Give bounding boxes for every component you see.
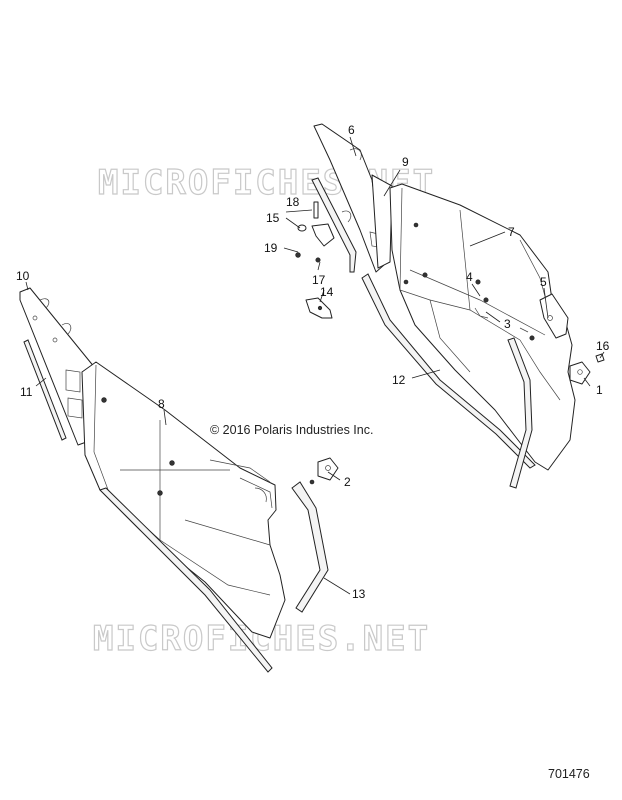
washer bbox=[297, 224, 307, 232]
right-bottom-seal bbox=[361, 273, 536, 469]
left-rear-seal bbox=[291, 481, 329, 613]
callout-11: 11 bbox=[20, 385, 33, 399]
left-door-assembly bbox=[19, 287, 339, 673]
left-bottom-seal bbox=[99, 487, 273, 673]
copyright-notice: © 2016 Polaris Industries Inc. bbox=[210, 423, 373, 437]
callout-4: 4 bbox=[466, 270, 473, 284]
callout-16: 16 bbox=[596, 339, 610, 353]
right-hinge-strip bbox=[371, 174, 393, 269]
hinge-pin bbox=[313, 201, 319, 219]
callout-9: 9 bbox=[402, 155, 409, 169]
callout-15: 15 bbox=[266, 211, 280, 225]
callouts: 1 2 3 4 5 6 7 8 9 10 11 12 13 14 15 16 1… bbox=[16, 123, 610, 601]
right-front-seal bbox=[311, 177, 357, 273]
right-striker bbox=[539, 293, 569, 339]
callout-5: 5 bbox=[540, 275, 547, 289]
callout-2: 2 bbox=[344, 475, 351, 489]
callout-1: 1 bbox=[596, 383, 603, 397]
callout-3: 3 bbox=[504, 317, 511, 331]
right-latch bbox=[569, 361, 591, 385]
left-front-seal bbox=[23, 339, 67, 441]
diagram-number: 701476 bbox=[548, 767, 590, 781]
callout-12: 12 bbox=[392, 373, 406, 387]
upper-hinge bbox=[311, 223, 335, 247]
right-door-assembly bbox=[295, 123, 605, 489]
right-door-panel bbox=[389, 183, 576, 471]
callout-18: 18 bbox=[286, 195, 300, 209]
callout-8: 8 bbox=[158, 397, 165, 411]
callout-7: 7 bbox=[508, 225, 515, 239]
callout-14: 14 bbox=[320, 285, 334, 299]
callout-17: 17 bbox=[312, 273, 326, 287]
callout-19: 19 bbox=[264, 241, 278, 255]
left-latch bbox=[317, 457, 339, 481]
right-rear-seal bbox=[507, 337, 533, 489]
callout-6: 6 bbox=[348, 123, 355, 137]
callout-10: 10 bbox=[16, 269, 30, 283]
leader-lines bbox=[25, 136, 605, 595]
callout-13: 13 bbox=[352, 587, 366, 601]
